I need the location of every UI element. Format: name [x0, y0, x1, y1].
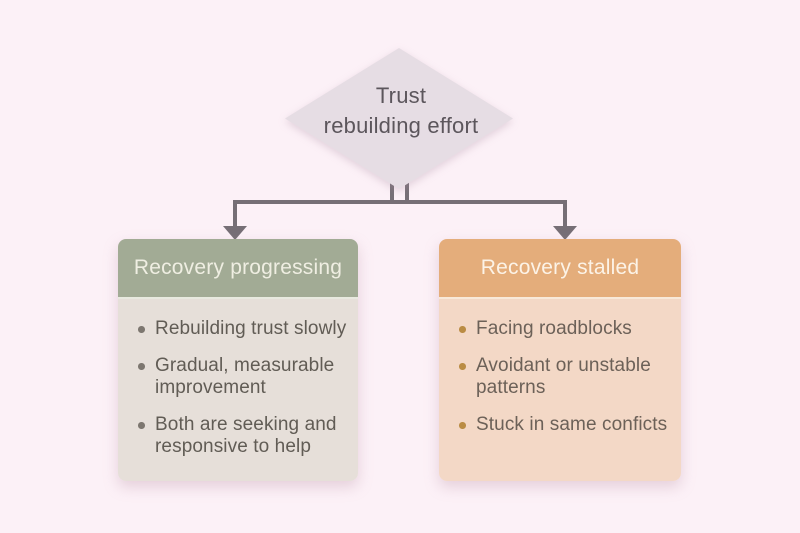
list-item: Stuck in same conficts — [459, 414, 676, 436]
connector-stub-left — [389, 168, 394, 204]
branch-card-progressing: Recovery progressing Rebuilding trust sl… — [118, 239, 358, 481]
connector-drop-right — [562, 200, 567, 228]
branch-header-stalled: Recovery stalled — [439, 239, 681, 299]
branch-title-progressing: Recovery progressing — [133, 256, 343, 279]
list-item: Avoidant or unstable patterns — [459, 355, 676, 399]
list-item: Rebuilding trust slowly — [138, 318, 353, 340]
list-item: Both are seeking and responsive to help — [138, 414, 353, 458]
decision-label: Trust rebuilding effort — [323, 82, 479, 138]
connector-drop-left — [232, 200, 237, 228]
list-item: Facing roadblocks — [459, 318, 676, 340]
branch-list-progressing: Rebuilding trust slowly Gradual, measura… — [118, 299, 358, 481]
connector-horizontal — [232, 200, 567, 204]
branch-header-progressing: Recovery progressing — [118, 239, 358, 299]
branch-card-stalled: Recovery stalled Facing roadblocks Avoid… — [439, 239, 681, 481]
arrowhead-right-icon — [552, 226, 577, 240]
connector-stub-right — [405, 168, 409, 204]
branch-title-stalled: Recovery stalled — [480, 256, 640, 279]
list-item: Gradual, measurable improvement — [138, 355, 353, 399]
branch-list-stalled: Facing roadblocks Avoidant or unstable p… — [439, 299, 681, 481]
arrowhead-left-icon — [222, 226, 247, 240]
decision-node: Trust rebuilding effort — [285, 48, 513, 189]
